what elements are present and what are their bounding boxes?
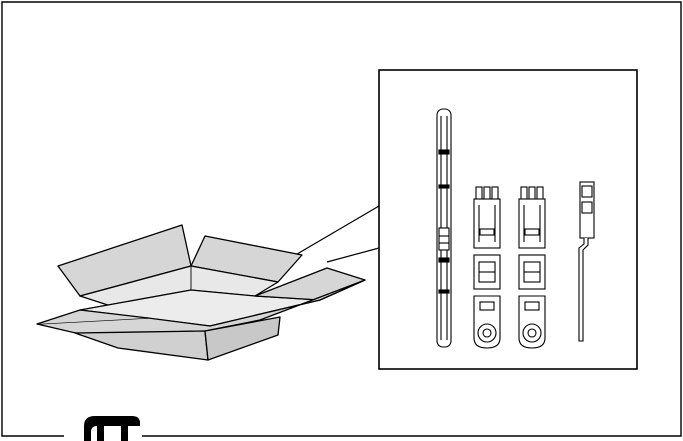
hook-strip-part <box>578 181 595 342</box>
box-front-wall <box>74 330 209 361</box>
clip-bracket-part-left <box>473 186 501 349</box>
clip-bracket-part-right <box>518 186 546 349</box>
callout-panel <box>378 69 638 370</box>
long-rail-part <box>436 108 452 348</box>
box-right-wall <box>204 316 281 361</box>
footer-logo-mark <box>84 416 140 441</box>
callout-leader <box>291 205 380 263</box>
open-box-illustration <box>36 224 366 361</box>
